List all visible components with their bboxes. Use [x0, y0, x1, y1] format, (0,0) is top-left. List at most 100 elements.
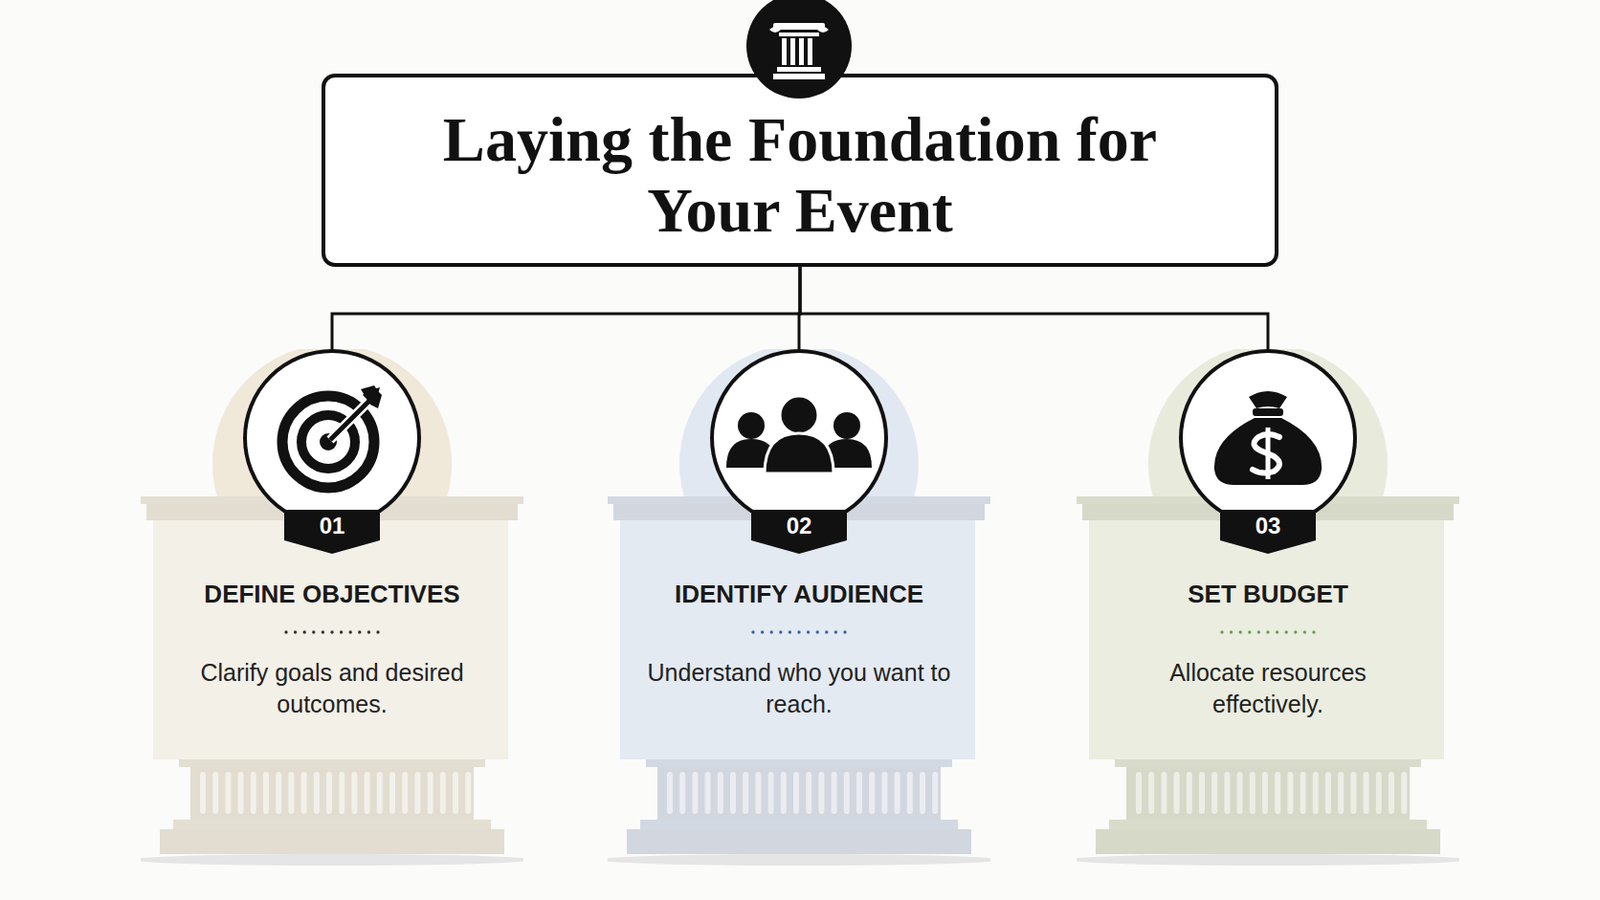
shape-circle	[1293, 630, 1297, 634]
shape-ellipse	[1076, 854, 1460, 867]
shape-circle	[797, 630, 800, 634]
step-number: 01	[284, 511, 380, 541]
shape-circle	[367, 630, 371, 634]
title-box: Laying the Foundation for Your Event	[321, 73, 1279, 267]
shape-rect	[1337, 772, 1344, 815]
pillar-card: 01DEFINE OBJECTIVESClarify goals and des…	[140, 349, 524, 867]
shape-rect	[666, 772, 673, 815]
shape-circle	[1285, 630, 1289, 634]
shape-circle	[806, 630, 810, 634]
shape-rect	[238, 772, 245, 815]
shape-circle	[1220, 630, 1223, 634]
shape-rect	[844, 772, 850, 815]
shape-rect	[768, 772, 775, 815]
shape-rect	[1287, 772, 1293, 815]
shape-rect	[1237, 772, 1244, 815]
shape-circle	[737, 412, 765, 440]
shape-rect	[212, 772, 219, 815]
shape-rect	[881, 772, 888, 815]
shape-circle	[1275, 630, 1279, 634]
shape-path	[1214, 418, 1322, 486]
shape-rect	[301, 772, 308, 815]
shape-rect	[894, 772, 901, 815]
shape-rect	[1186, 772, 1193, 815]
shape-rect	[159, 829, 505, 855]
shape-rect	[932, 772, 938, 815]
shape-rect	[818, 772, 824, 815]
step-description: Allocate resources effectively.	[1114, 657, 1422, 721]
shape-circle	[330, 630, 334, 634]
shape-rect	[1126, 767, 1410, 821]
shape-rect	[755, 772, 761, 815]
shape-rect	[414, 772, 421, 815]
shape-rect	[1262, 772, 1268, 815]
shape-circle	[284, 630, 288, 634]
shape-rect	[831, 772, 838, 815]
shape-rect	[1160, 772, 1167, 815]
shape-rect	[1148, 772, 1155, 815]
shape-rect	[1274, 772, 1281, 815]
shape-rect	[742, 772, 749, 815]
shape-circle	[376, 630, 379, 634]
shape-rect	[326, 772, 333, 815]
step-description: Clarify goals and desired outcomes.	[178, 657, 486, 721]
column-icon	[0, 0, 1600, 115]
shape-rect	[657, 767, 941, 821]
shape-path	[1220, 510, 1316, 555]
shape-rect	[856, 772, 863, 815]
shape-circle	[282, 396, 375, 489]
shape-rect	[805, 772, 812, 815]
shape-circle	[1257, 630, 1261, 634]
shape-circle	[1180, 351, 1356, 526]
title-text: Laying the Foundation for Your Event	[436, 104, 1164, 246]
shape-circle	[1239, 630, 1243, 634]
shape-rect	[1174, 772, 1180, 815]
shape-rect	[1376, 772, 1382, 815]
shape-rect	[705, 772, 712, 815]
pillar-card: 02IDENTIFY AUDIENCEUnderstand who you wa…	[607, 349, 991, 867]
step-number: 03	[1220, 511, 1316, 541]
shape-rect	[263, 772, 269, 815]
shape-rect	[1350, 772, 1356, 815]
shape-rect	[1388, 772, 1395, 815]
shape-rect	[1211, 772, 1218, 815]
shape-path	[751, 510, 847, 555]
pillar-card: 03SET BUDGET Allocate resources effective…	[1076, 349, 1460, 867]
shape-circle	[293, 630, 297, 634]
shape-circle	[1311, 630, 1315, 634]
shape-circle	[339, 630, 343, 634]
shape-path	[360, 385, 382, 409]
shape-rect	[691, 772, 698, 815]
shape-rect	[1199, 772, 1205, 815]
shape-rect	[440, 772, 446, 815]
shape-path	[1248, 391, 1288, 409]
shape-rect	[640, 820, 958, 830]
shape-rect	[1114, 759, 1422, 768]
shape-rect	[1325, 772, 1332, 815]
connector	[800, 266, 1268, 350]
shape-rect	[780, 772, 787, 815]
shape-rect	[275, 772, 282, 815]
shape-rect	[1300, 772, 1307, 815]
shape-ellipse	[140, 854, 524, 867]
shape-circle	[357, 630, 361, 634]
shape-rect	[288, 772, 294, 815]
shape-rect	[351, 772, 357, 815]
shape-path	[284, 510, 380, 555]
shape-rect	[389, 772, 396, 815]
shape-circle	[779, 396, 819, 435]
shape-circle	[1303, 630, 1307, 634]
shape-circle	[834, 630, 838, 634]
shape-circle	[1247, 630, 1251, 634]
shape-rect	[1135, 772, 1142, 815]
shape-rect	[868, 772, 875, 815]
step-heading: SET BUDGET	[1095, 578, 1441, 610]
shape-rect	[427, 772, 434, 815]
shape-rect	[364, 772, 371, 815]
shape-circle	[770, 630, 774, 634]
shape-circle	[303, 630, 307, 634]
shape-circle	[816, 630, 820, 634]
shape-circle	[711, 351, 887, 526]
shape-ellipse	[607, 854, 991, 867]
